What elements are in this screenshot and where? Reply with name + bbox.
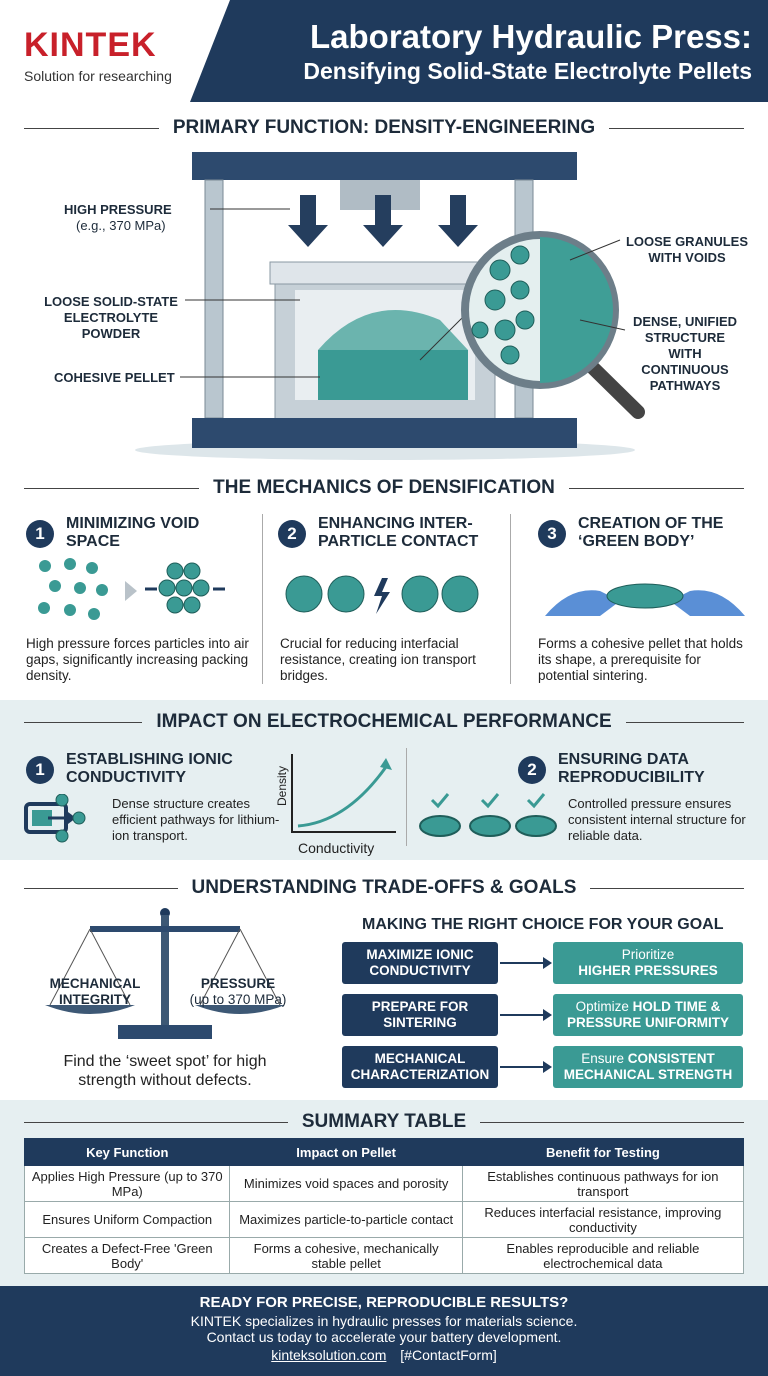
divider: [406, 748, 407, 846]
footer-headline: READY FOR PRECISE, REPRODUCIBLE RESULTS?: [199, 1294, 569, 1311]
battery-icon: [24, 794, 86, 843]
mechanics-title-1: MINIMIZING VOID SPACE: [66, 515, 200, 550]
axis-label-density: Density: [275, 765, 290, 807]
footer-line-1: KINTEK specializes in hydraulic presses …: [190, 1313, 578, 1329]
header-band: [190, 0, 768, 102]
void-space-icon: [38, 558, 225, 620]
section-mechanics-heading: THE MECHANICS OF DENSIFICATION: [24, 477, 744, 498]
divider: [262, 514, 263, 684]
choice-heading: MAKING THE RIGHT CHOICE FOR YOUR GOAL: [362, 916, 724, 933]
table-row: Applies High Pressure (up to 370 MPa)Min…: [23, 1165, 745, 1202]
impact-band: [0, 700, 768, 860]
impact-title-2: ENSURING DATA REPRODUCIBILITY: [558, 751, 705, 786]
label-pellet: COHESIVE PELLET: [54, 370, 175, 385]
goal-box-mechanical: MECHANICAL CHARACTERIZATION: [342, 1046, 498, 1088]
table-header: Benefit for Testing: [461, 1138, 745, 1166]
tradeoff-caption: Find the ‘sweet spot’ for high strength …: [63, 1053, 267, 1089]
pellets-checkmark-icon: [419, 793, 557, 837]
impact-text-2: Controlled pressure ensures consistent i…: [568, 796, 746, 843]
section-impact-heading: IMPACT ON ELECTROCHEMICAL PERFORMANCE: [24, 711, 745, 732]
recommend-box-mechanical: Ensure CONSISTENT MECHANICAL STRENGTH: [553, 1046, 743, 1088]
arrow-icon: [500, 957, 552, 969]
axis-label-conductivity: Conductivity: [298, 840, 375, 856]
label-mechanical-integrity: MECHANICAL INTEGRITY: [49, 976, 141, 1007]
page-subtitle: Densifying Solid-State Electrolyte Pelle…: [303, 58, 752, 84]
table-header: Impact on Pellet: [229, 1138, 463, 1166]
mechanics-text-2: Crucial for reducing interfacial resista…: [280, 636, 476, 683]
mechanics-num-2: 2: [278, 520, 306, 548]
arrow-icon: [500, 1009, 552, 1021]
section-primary-heading: PRIMARY FUNCTION: DENSITY-ENGINEERING: [24, 117, 744, 138]
mechanics-num-3: 3: [538, 520, 566, 548]
label-pressure: PRESSURE(up to 370 MPa): [189, 976, 287, 1007]
summary-table: Key Function Impact on Pellet Benefit fo…: [23, 1138, 745, 1274]
mechanics-title-2: ENHANCING INTER-PARTICLE CONTACT: [318, 515, 479, 550]
label-granules: LOOSE GRANULES WITH VOIDS: [625, 234, 749, 265]
label-powder: LOOSE SOLID-STATE ELECTROLYTE POWDER: [44, 294, 178, 341]
green-body-hands-icon: [545, 583, 745, 616]
footer: READY FOR PRECISE, REPRODUCIBLE RESULTS?…: [0, 1286, 768, 1376]
divider: [510, 514, 511, 684]
particle-contact-icon: [285, 575, 479, 614]
page-title: Laboratory Hydraulic Press:: [310, 18, 752, 55]
press-illustration: [135, 152, 645, 460]
mechanics-text-1: High pressure forces particles into air …: [26, 636, 249, 683]
table-row: Creates a Defect-Free 'Green Body'Forms …: [23, 1237, 745, 1274]
mechanics-title-3: CREATION OF THE ‘GREEN BODY’: [578, 515, 724, 550]
footer-line-2: Contact us today to accelerate your batt…: [206, 1329, 562, 1345]
density-conductivity-graph: [291, 754, 396, 833]
recommend-box-sintering: Optimize HOLD TIME & PRESSURE UNIFORMITY: [553, 994, 743, 1036]
table-header: Key Function: [23, 1138, 231, 1166]
header: KINTEK Solution for researching Laborato…: [0, 0, 768, 102]
goal-box-sintering: PREPARE FOR SINTERING: [342, 994, 498, 1036]
label-dense-structure: DENSE, UNIFIED STRUCTURE WITH CONTINUOUS…: [632, 314, 737, 393]
section-summary-heading: SUMMARY TABLE: [24, 1111, 744, 1132]
goal-box-conductivity: MAXIMIZE IONIC CONDUCTIVITY: [342, 942, 498, 984]
impact-num-2: 2: [518, 756, 546, 784]
footer-website-link[interactable]: kinteksolution.com: [271, 1347, 387, 1363]
arrow-icon: [500, 1061, 552, 1073]
logo[interactable]: KINTEK: [24, 26, 157, 64]
mechanics-num-1: 1: [26, 520, 54, 548]
mechanics-text-3: Forms a cohesive pellet that holds its s…: [538, 636, 743, 683]
impact-title-1: ESTABLISHING IONIC CONDUCTIVITY: [66, 751, 233, 786]
footer-contact-form-link[interactable]: [#ContactForm]: [400, 1347, 497, 1363]
impact-text-1: Dense structure creates efficient pathwa…: [112, 796, 280, 843]
section-tradeoffs-heading: UNDERSTANDING TRADE-OFFS & GOALS: [24, 877, 745, 898]
balance-scale-icon: [45, 908, 285, 1039]
label-high-pressure: HIGH PRESSURE(e.g., 370 MPa): [64, 202, 172, 233]
tagline: Solution for researching: [24, 68, 172, 84]
impact-num-1: 1: [26, 756, 54, 784]
